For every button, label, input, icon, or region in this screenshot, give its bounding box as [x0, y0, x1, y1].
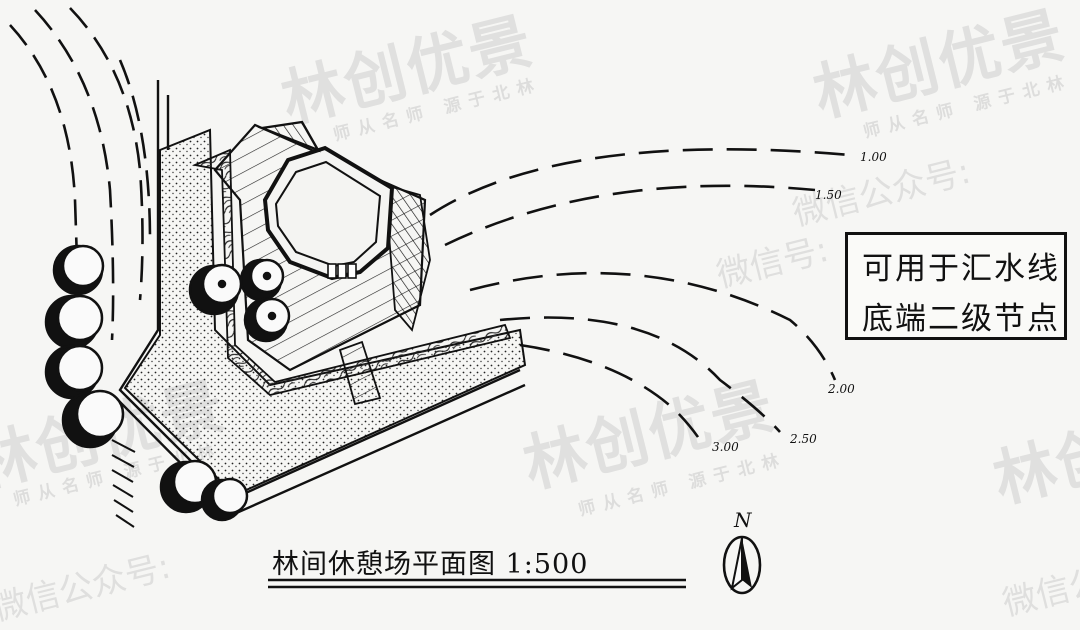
site-plan-sketch — [9, 7, 851, 528]
annotation-line-1: 可用于汇水线 — [862, 251, 1060, 287]
north-arrow-icon — [722, 535, 762, 595]
contour-label: 3.00 — [712, 440, 739, 454]
annotation-line-2: 底端二级节点 — [862, 301, 1060, 337]
contour-label: 2.00 — [828, 382, 855, 396]
contour-label: 2.50 — [790, 432, 817, 446]
tree-canopy-group — [44, 244, 291, 522]
north-label: N — [734, 508, 752, 532]
annotation-box: 可用于汇水线 底端二级节点 — [845, 232, 1067, 340]
drawing-title: 林间休憩场平面图 1:500 — [272, 549, 589, 580]
contour-label: 1.00 — [860, 150, 887, 164]
contour-label: 1.50 — [815, 188, 842, 202]
